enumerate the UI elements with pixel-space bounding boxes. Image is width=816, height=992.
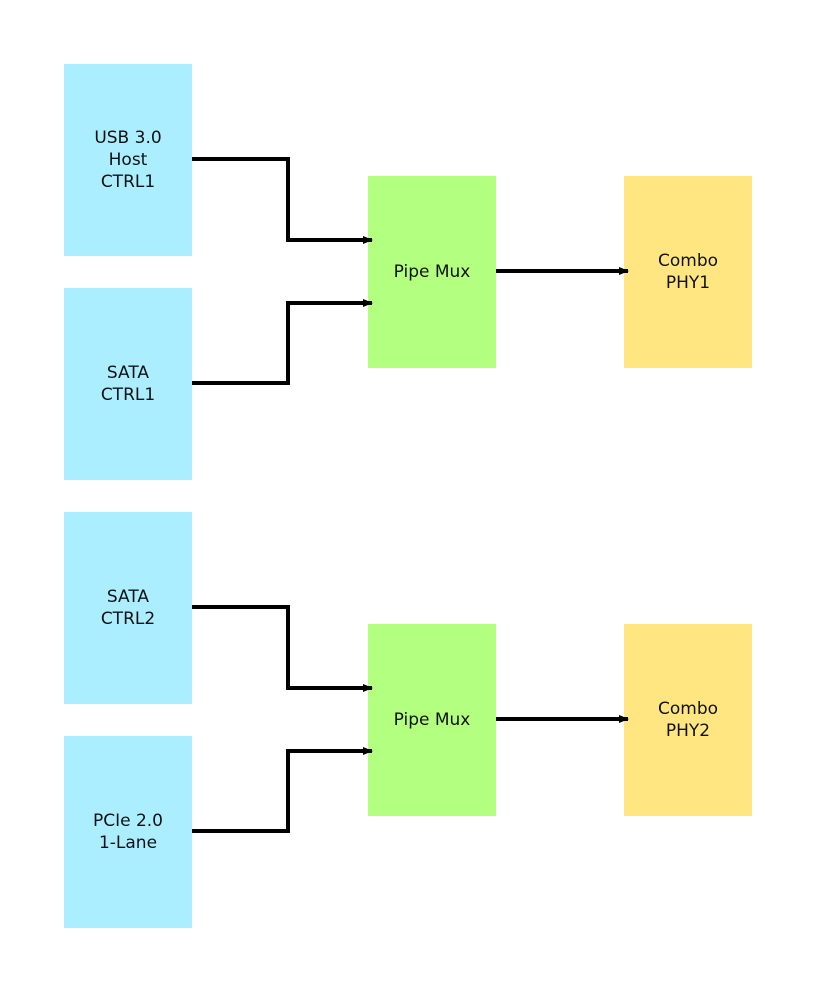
pipe-mux-1-block: Pipe Mux (368, 176, 496, 368)
combo-phy1-label: Combo PHY1 (657, 251, 719, 293)
pcie2-1lane-label: PCIe 2.0 1-Lane (92, 811, 164, 853)
combo-phy2-label: Combo PHY2 (657, 699, 719, 741)
wire-usb3-to-mux1 (192, 157, 373, 244)
wire-sata2-to-mux2 (192, 605, 373, 692)
wire-pcie-to-mux2 (192, 747, 373, 833)
sata-ctrl2-block: SATA CTRL2 (64, 512, 192, 704)
wire-sata1-to-mux1 (192, 299, 373, 385)
combo-phy1-block: Combo PHY1 (624, 176, 752, 368)
sata-ctrl2-label: SATA CTRL2 (100, 587, 156, 629)
pcie2-1lane-block: PCIe 2.0 1-Lane (64, 736, 192, 928)
combo-phy2-block: Combo PHY2 (624, 624, 752, 816)
usb3-host-ctrl1-block: USB 3.0 Host CTRL1 (64, 64, 192, 256)
sata-ctrl1-label: SATA CTRL1 (100, 363, 156, 405)
pipe-mux-2-label: Pipe Mux (393, 710, 471, 730)
usb3-host-ctrl1-label: USB 3.0 Host CTRL1 (94, 128, 162, 192)
sata-ctrl1-block: SATA CTRL1 (64, 288, 192, 480)
pipe-mux-2-block: Pipe Mux (368, 624, 496, 816)
pipe-mux-1-label: Pipe Mux (393, 262, 471, 282)
